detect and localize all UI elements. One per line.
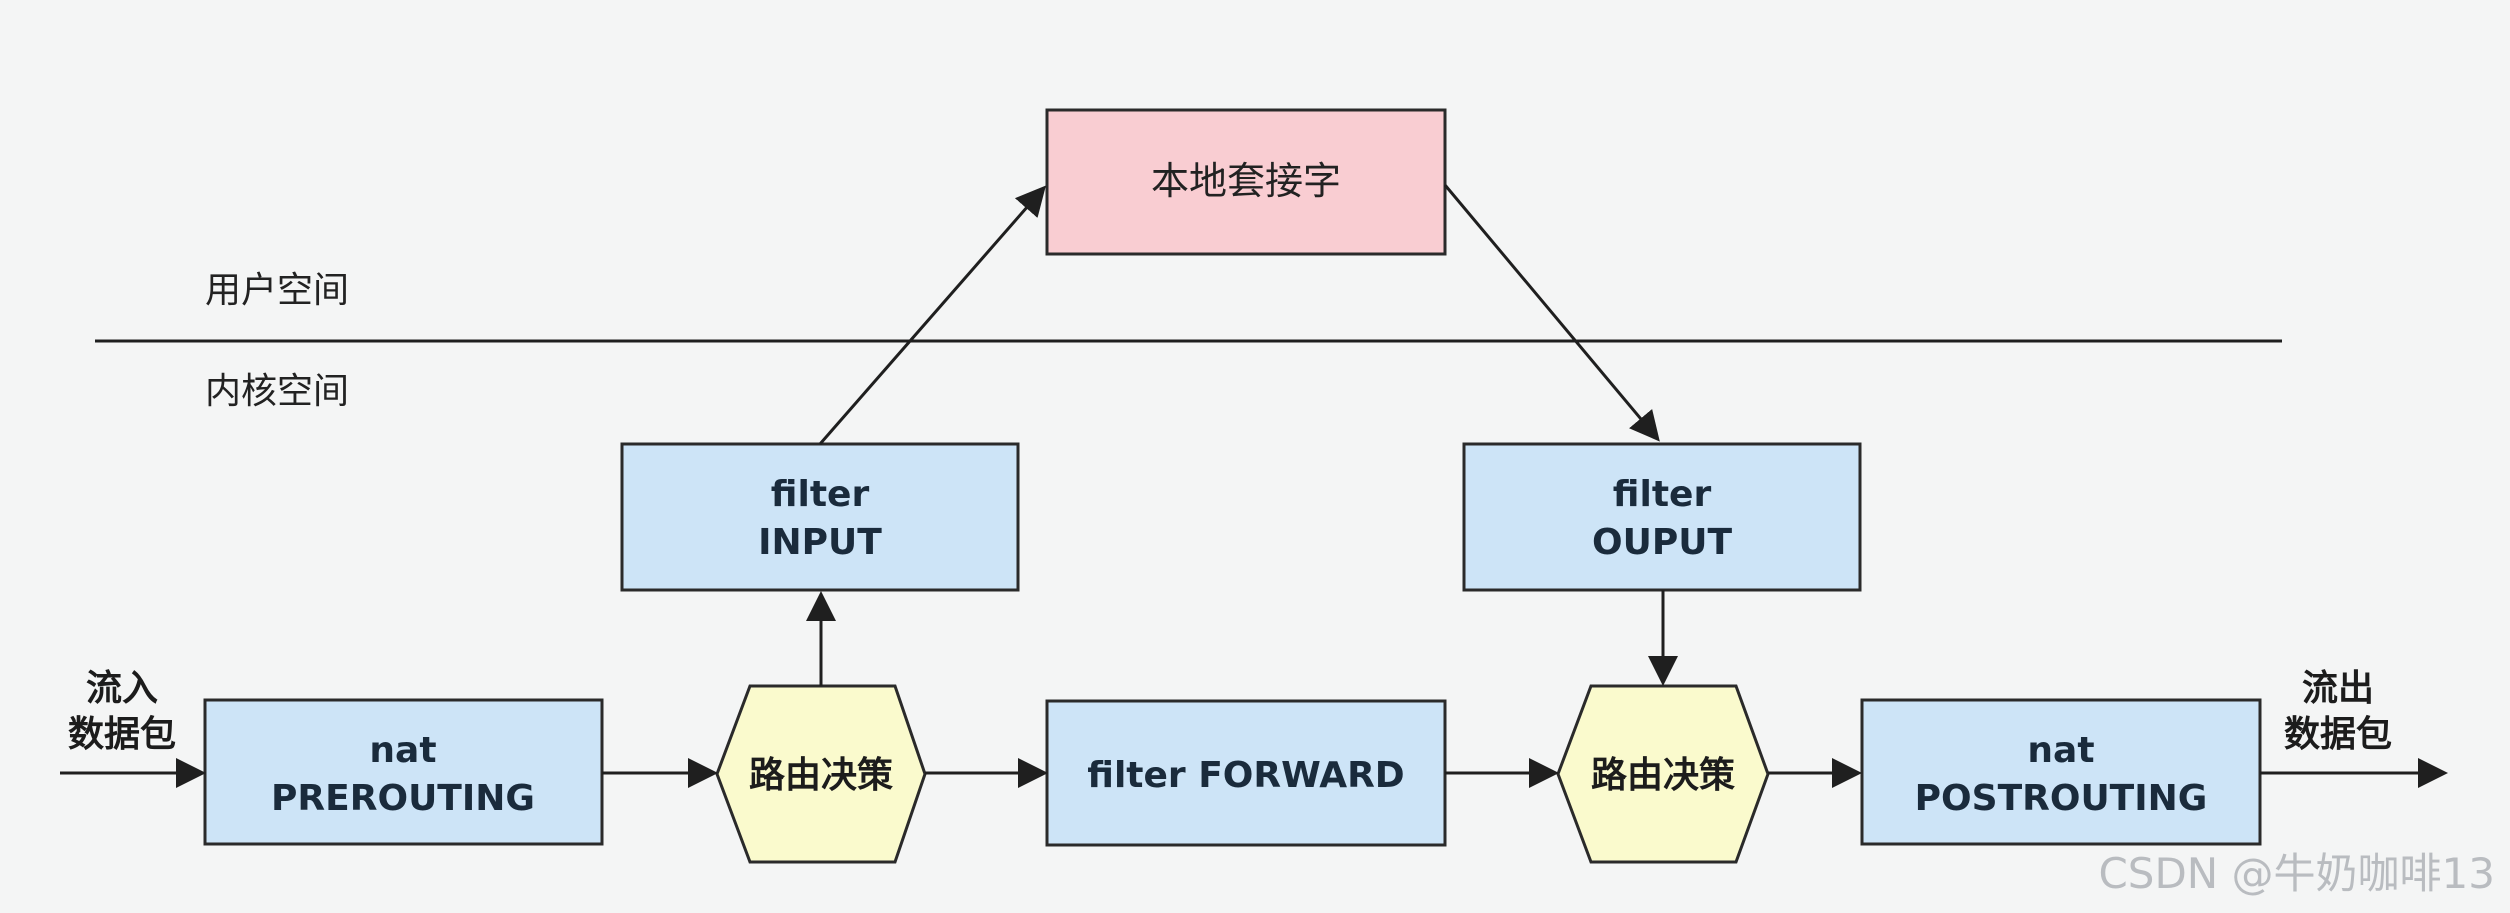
outflow-label-line1: 流出 bbox=[2302, 668, 2374, 709]
csdn-watermark: CSDN @牛奶咖啡13 bbox=[2098, 849, 2495, 898]
inflow-label-line1: 流入 bbox=[86, 668, 158, 709]
nat-prerouting-box bbox=[203, 698, 604, 846]
arrow-input-to-socket bbox=[818, 185, 1046, 445]
arrow-socket-to-output bbox=[1443, 184, 1660, 442]
filter-forward-label: filter FORWARD bbox=[1087, 755, 1404, 796]
filter-input-label-line2: INPUT bbox=[758, 522, 882, 563]
nat-prerouting-label-line1: nat bbox=[369, 730, 436, 771]
nat-postrouting-label-line1: nat bbox=[2027, 730, 2094, 771]
inflow-label-line2: 数据包 bbox=[68, 714, 176, 755]
local-socket-label: 本地套接字 bbox=[1151, 159, 1341, 203]
nat-postrouting-label-line2: POSTROUTING bbox=[1915, 778, 2208, 819]
filter-output-label-line1: filter bbox=[1613, 474, 1712, 515]
filter-input-label-line1: filter bbox=[771, 474, 870, 515]
filter-output-box bbox=[1462, 442, 1862, 592]
user-space-label: 用户空间 bbox=[205, 270, 349, 311]
routing-decision-1-label: 路由决策 bbox=[749, 755, 893, 796]
outflow-label-line2: 数据包 bbox=[2284, 714, 2392, 755]
nat-prerouting-label-line2: PREROUTING bbox=[271, 778, 535, 819]
local-socket-box bbox=[1045, 108, 1447, 256]
routing-decision-2-label: 路由决策 bbox=[1591, 755, 1735, 796]
filter-input-box bbox=[620, 442, 1020, 592]
kernel-space-label: 内核空间 bbox=[205, 371, 349, 412]
nat-postrouting-box bbox=[1860, 698, 2262, 846]
filter-output-label-line2: OUPUT bbox=[1592, 522, 1732, 563]
